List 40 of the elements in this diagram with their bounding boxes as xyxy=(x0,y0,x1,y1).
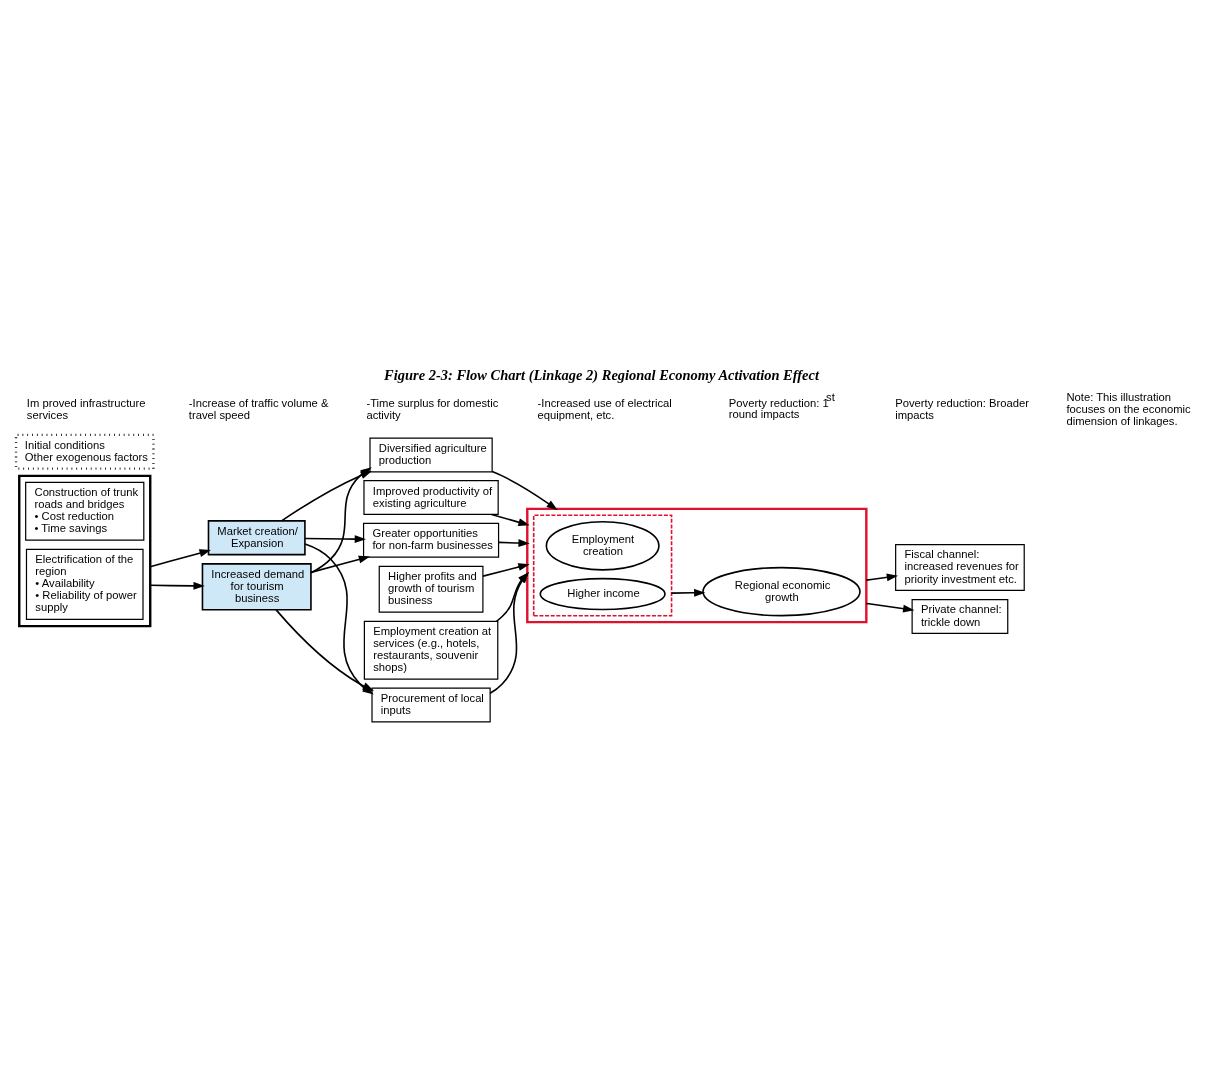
node-box: Diversified agriculture production xyxy=(369,437,493,472)
node-box: Construction of trunk roads and bridges • Cost reduction • Time savings xyxy=(25,481,145,541)
node-box: Higher profits and growth of tourism business xyxy=(378,565,484,613)
cluster xyxy=(18,474,152,627)
cluster xyxy=(532,513,673,617)
arrow xyxy=(490,513,530,526)
node-box: Electrification of the region • Availability • Reliability of power supply xyxy=(25,548,144,620)
node-ellipse: Higher income xyxy=(539,577,666,610)
node-box: Improved productivity of existing agriculture xyxy=(363,479,499,515)
label: -Increase of traffic volume & travel speed xyxy=(188,396,329,421)
arrow xyxy=(482,562,530,577)
node-box: Fiscal channel: increased revenues for priority investment etc. xyxy=(895,543,1025,591)
arrow xyxy=(304,534,366,543)
node-box: Private channel: trickle down xyxy=(911,598,1009,634)
arrow xyxy=(865,572,899,581)
label: Poverty reduction: Broader impacts xyxy=(895,396,1029,421)
node-ellipse: Regional economic growth xyxy=(702,566,861,616)
node-box: Employment creation at services (e.g., hotels, restaurants, souvenir shops) xyxy=(363,620,499,680)
cluster xyxy=(526,507,868,623)
arrow xyxy=(491,470,558,510)
node-box: Greater opportunities for non-farm businesses xyxy=(362,522,500,558)
node-box: Procurement of local inputs xyxy=(371,686,491,722)
diagram-title: Figure 2-3: Flow Chart (Linkage 2) Regional Economy Activation Effect xyxy=(384,366,819,383)
node-box: Increased demand for tourism business xyxy=(201,562,312,610)
arrow xyxy=(149,548,211,567)
node-ellipse: Employment creation xyxy=(545,520,660,571)
label: -Time surplus for domestic activity xyxy=(366,396,499,421)
arrow xyxy=(489,571,529,694)
arrow xyxy=(149,581,205,590)
arrow xyxy=(495,571,529,622)
label: -Increased use of electrical equipment, etc. xyxy=(537,396,672,421)
arrow xyxy=(498,538,530,547)
label: Im proved infrastructure services xyxy=(26,396,146,421)
arrow xyxy=(670,588,706,597)
arrow xyxy=(310,555,370,573)
arrow xyxy=(275,608,374,691)
node-box: Initial conditions Other exogenous factors xyxy=(14,433,155,470)
node-box: Market creation/ Expansion xyxy=(207,519,306,555)
label: Note: This illustration focuses on the economic dimension of linkages. xyxy=(1066,390,1191,427)
arrow xyxy=(865,602,915,613)
